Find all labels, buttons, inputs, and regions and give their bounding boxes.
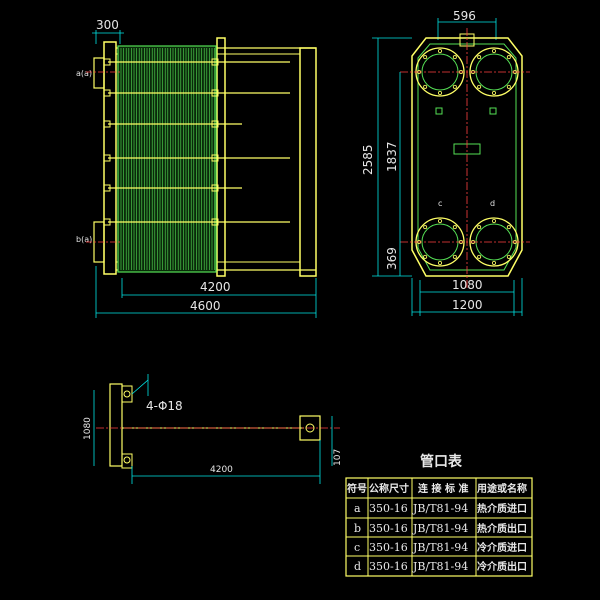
table-cell: JB/T81-94 <box>412 522 468 535</box>
tie-rod-nut <box>103 120 111 128</box>
nozzle-a <box>93 57 105 89</box>
flange-bolt <box>452 55 457 60</box>
flange-bolt <box>491 49 496 54</box>
table-cell: 冷介质进口 <box>477 541 527 554</box>
dim-plan-107: 107 <box>333 449 343 466</box>
tie-rod-nut <box>211 58 219 66</box>
table-header-size: 公称尺寸 <box>369 482 409 495</box>
flange-bolt <box>423 254 428 259</box>
port-d-label: d <box>490 199 495 208</box>
tie-rod-nut <box>103 89 111 97</box>
flange-bolt <box>506 84 511 89</box>
bolt-hole <box>123 456 131 464</box>
bolt-hole <box>123 390 131 398</box>
tie-rod-nut <box>211 218 219 226</box>
flange-bolt <box>452 225 457 230</box>
leader-line <box>131 379 149 395</box>
flange-bolt <box>477 225 482 230</box>
flange-bolt <box>423 84 428 89</box>
tie-rod-nut <box>211 89 219 97</box>
plate-lines <box>120 48 215 270</box>
table-border <box>345 477 533 577</box>
table-cell: c <box>354 541 360 554</box>
front-view: a(a) b(a) 300 4200 4600 <box>76 18 317 318</box>
flange-bolt <box>477 55 482 60</box>
dim-300: 300 <box>96 18 119 32</box>
anchor-plate <box>121 453 133 469</box>
dim-plan-4200: 4200 <box>210 465 233 475</box>
dim-1200: 1200 <box>452 298 483 312</box>
frame-plate-inner <box>417 43 517 271</box>
tie-rod-nut <box>103 184 111 192</box>
frame-plate-outline <box>411 37 523 277</box>
base-foot-right <box>299 415 321 441</box>
support-column <box>299 47 317 277</box>
flange-bolt <box>491 260 496 265</box>
flange-bolt <box>477 254 482 259</box>
flange-bolt <box>437 218 442 223</box>
table-cell: JB/T81-94 <box>412 502 468 515</box>
flange-bolt <box>423 225 428 230</box>
table-cell: b <box>354 522 361 535</box>
table-header-symbol: 符号 <box>347 482 367 495</box>
flange-bolt <box>437 49 442 54</box>
flange-bolt <box>491 91 496 96</box>
table-header-standard: 连 接 标 准 <box>418 482 468 495</box>
dim-plan-1080: 1080 <box>83 417 93 440</box>
flange-bolt <box>452 84 457 89</box>
table-cell: JB/T81-94 <box>412 541 468 554</box>
dim-4200: 4200 <box>200 280 231 294</box>
dim-369: 369 <box>385 247 399 270</box>
table-cell: 热介质出口 <box>477 522 527 535</box>
table-cell: 350-16 <box>369 560 408 573</box>
table-cell: JB/T81-94 <box>412 560 468 573</box>
dim-1080: 1080 <box>452 278 483 292</box>
tie-rod-nut <box>211 184 219 192</box>
table-cell: 350-16 <box>369 522 408 535</box>
dim-1837: 1837 <box>385 141 399 172</box>
tie-rod-nut <box>211 154 219 162</box>
flange-bolt <box>491 218 496 223</box>
flange-bolt <box>506 55 511 60</box>
bolt-hole <box>305 423 315 433</box>
table-title: 管口表 <box>420 453 463 470</box>
dim-2585: 2585 <box>361 144 375 175</box>
side-view: 596 c d 2585 1837 369 1080 <box>361 9 530 316</box>
table-cell: 冷介质出口 <box>477 560 527 573</box>
bolt-marker <box>435 107 443 115</box>
flange-bolt <box>423 55 428 60</box>
tie-rods <box>103 58 290 226</box>
flange-bolt <box>452 254 457 259</box>
table-cell: d <box>354 560 361 573</box>
dim-holes: 4-Φ18 <box>146 399 183 413</box>
flange-bolt <box>506 225 511 230</box>
flange-bolt <box>437 91 442 96</box>
port-c-label: c <box>438 199 442 208</box>
nozzle-table: 管口表 符号 公称尺寸 连 接 标 准 用途或名称 a 350-16 JB/T8… <box>345 453 533 577</box>
tie-rod-nut <box>103 154 111 162</box>
plate-pack <box>117 45 217 273</box>
flange-bolt <box>437 260 442 265</box>
tie-rod-nut <box>211 120 219 128</box>
table-cell: a <box>354 502 361 515</box>
table-header-purpose: 用途或名称 <box>476 482 527 495</box>
pressure-plate <box>216 37 226 277</box>
port-a-label: a(a) <box>76 69 92 78</box>
base-foot-left <box>109 383 123 467</box>
dim-596: 596 <box>453 9 476 23</box>
table-cell: 热介质进口 <box>477 502 527 515</box>
bolt-marker <box>489 107 497 115</box>
flange-bolt <box>477 84 482 89</box>
table-cell: 350-16 <box>369 502 408 515</box>
port-b-label: b(a) <box>76 235 92 244</box>
table-cell: 350-16 <box>369 541 408 554</box>
dim-4600: 4600 <box>190 299 221 313</box>
flange-bolt <box>506 254 511 259</box>
plan-view: 1080 4-Φ18 4200 107 <box>83 374 343 484</box>
